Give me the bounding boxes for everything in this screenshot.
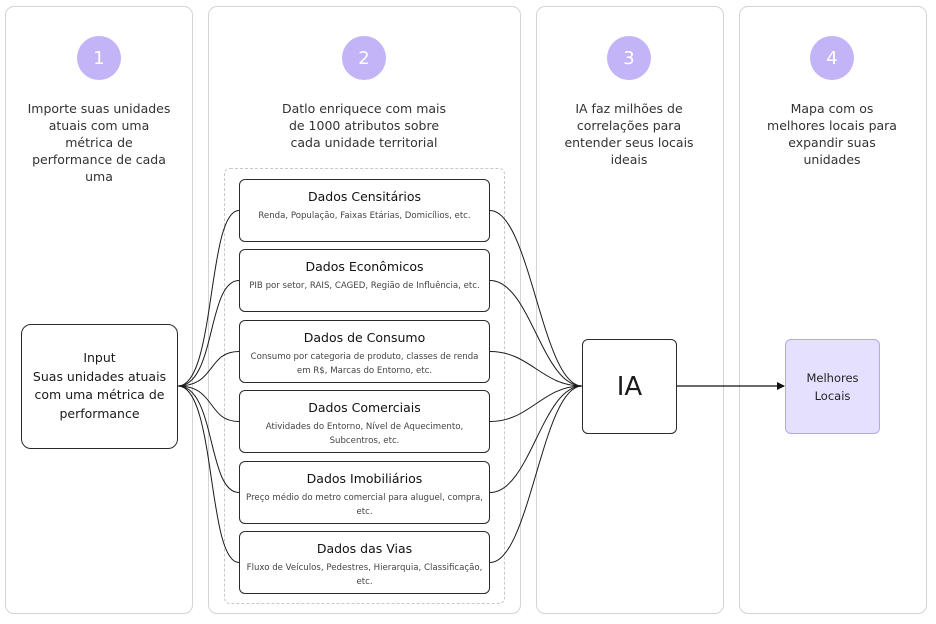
connector-source-to-ia-5 xyxy=(489,385,583,563)
data-source-title: Dados Econômicos xyxy=(305,259,424,274)
data-source-detail: Fluxo de Veículos, Pedestres, Hierarquia… xyxy=(246,563,483,587)
data-source-imobiliarios: Dados Imobiliários Preço médio do metro … xyxy=(239,461,490,524)
ia-box: IA xyxy=(582,339,677,434)
connector-source-to-ia-2 xyxy=(489,351,583,387)
step-3-panel xyxy=(536,6,724,614)
data-source-title: Dados Imobiliários xyxy=(306,471,423,486)
data-source-detail: Consumo por categoria de produto, classe… xyxy=(250,352,479,376)
connector-input-to-source-0 xyxy=(177,210,240,387)
connector-source-to-ia-4 xyxy=(489,385,583,493)
data-source-vias: Dados das Vias Fluxo de Veículos, Pedest… xyxy=(239,531,490,594)
step-1-panel xyxy=(5,6,193,614)
connector-input-to-source-2 xyxy=(177,351,240,387)
step-4-badge: 4 xyxy=(810,36,854,80)
data-source-title: Dados das Vias xyxy=(316,541,413,556)
data-source-title: Dados Censitários xyxy=(307,189,421,204)
step-1-description: Importe suas unidades atuais com uma mét… xyxy=(27,101,171,184)
data-sources-group xyxy=(224,168,505,604)
input-box: Input Suas unidades atuais com uma métri… xyxy=(21,324,178,449)
data-source-consumo: Dados de Consumo Consumo por categoria d… xyxy=(239,320,490,383)
data-source-economicos: Dados Econômicos PIB por setor, RAIS, CA… xyxy=(239,249,490,312)
data-source-detail: Preço médio do metro comercial para alug… xyxy=(246,493,483,517)
step-3-description: IA faz milhões de correlações para enten… xyxy=(564,101,694,167)
connector-input-to-source-1 xyxy=(177,280,240,387)
step-3-badge: 3 xyxy=(607,36,651,80)
step-4-panel xyxy=(739,6,927,614)
data-source-censitarios: Dados Censitários Renda, População, Faix… xyxy=(239,179,490,242)
result-box: Melhores Locais xyxy=(785,339,880,434)
data-source-detail: PIB por setor, RAIS, CAGED, Região de In… xyxy=(249,281,480,291)
result-box-label: Melhores Locais xyxy=(806,370,859,403)
input-box-title: Input xyxy=(83,350,116,365)
connector-input-to-source-3 xyxy=(177,385,240,422)
connector-source-to-ia-1 xyxy=(489,280,583,387)
data-source-title: Dados de Consumo xyxy=(303,330,426,345)
step-2-badge: 2 xyxy=(342,36,386,80)
connector-input-to-source-4 xyxy=(177,385,240,493)
connector-source-to-ia-3 xyxy=(489,385,583,422)
data-source-title: Dados Comerciais xyxy=(308,400,421,415)
connector-source-to-ia-0 xyxy=(489,210,583,387)
connector-input-to-source-5 xyxy=(177,385,240,563)
data-source-detail: Atividades do Entorno, Nível de Aquecime… xyxy=(265,422,464,446)
step-4-description: Mapa com os melhores locais para expandi… xyxy=(767,101,897,167)
step-1-badge: 1 xyxy=(77,36,121,80)
input-box-text: Suas unidades atuais com uma métrica de … xyxy=(32,368,167,421)
step-2-description: Datlo enriquece com mais de 1000 atribut… xyxy=(281,101,447,150)
data-source-comerciais: Dados Comerciais Atividades do Entorno, … xyxy=(239,390,490,453)
data-source-detail: Renda, População, Faixas Etárias, Domicí… xyxy=(258,211,471,221)
